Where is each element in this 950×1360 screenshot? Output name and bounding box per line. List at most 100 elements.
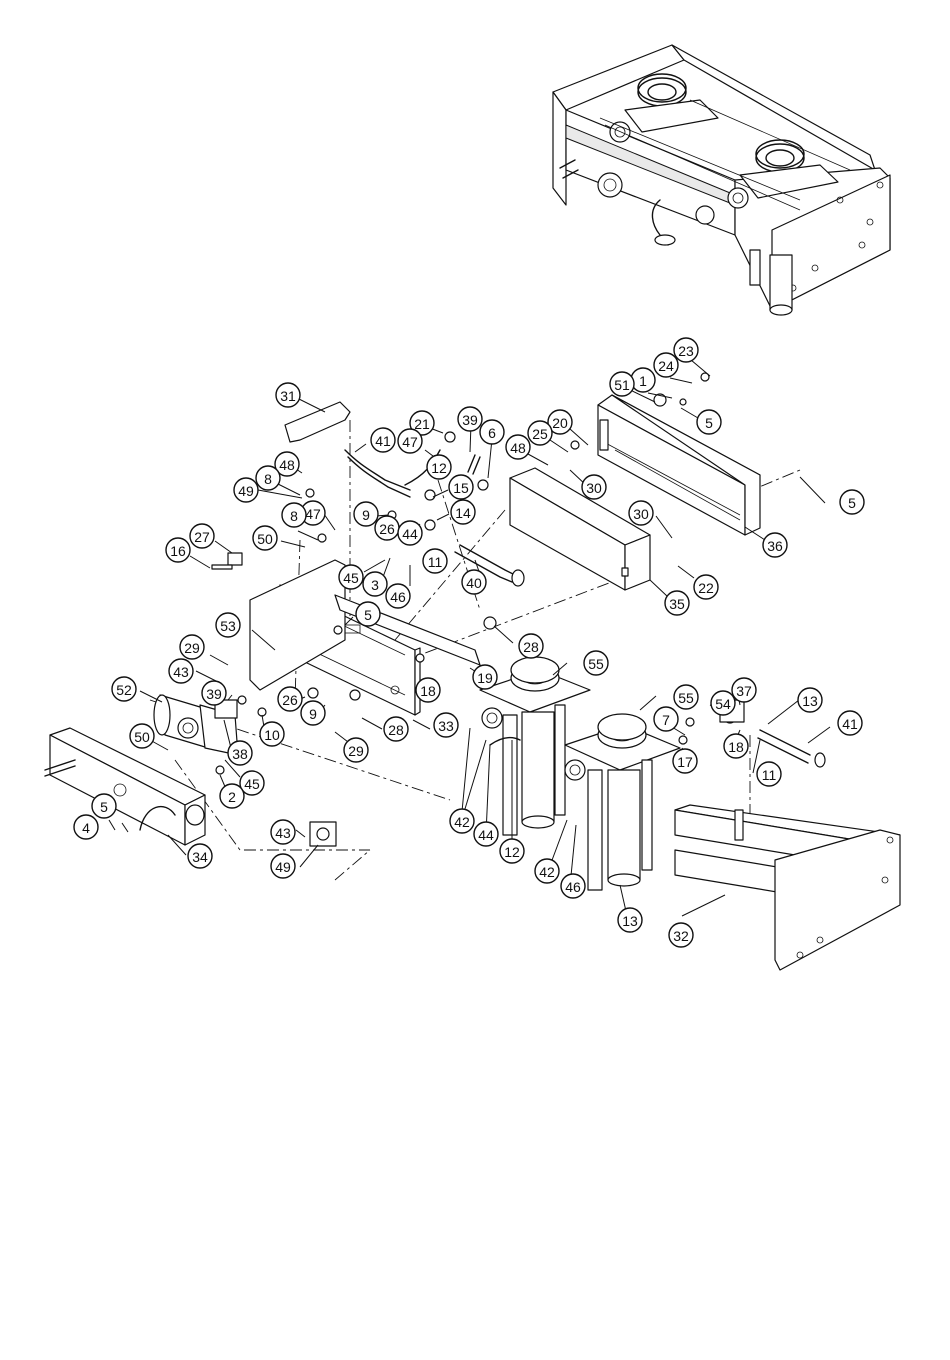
callout-label: 47 (402, 434, 418, 450)
callout-51: 51 (610, 372, 634, 396)
callout-label: 11 (428, 554, 443, 570)
callout-50: 50 (130, 724, 154, 748)
callout-29: 29 (344, 738, 368, 762)
callout-46: 46 (561, 874, 585, 898)
callout-label: 7 (662, 712, 670, 728)
callout-label: 50 (257, 531, 273, 547)
part-35-box (510, 468, 650, 590)
callout-label: 46 (390, 589, 406, 605)
callout-39: 39 (458, 407, 482, 431)
callout-label: 19 (477, 670, 493, 686)
callout-5: 5 (840, 490, 864, 514)
callout-label: 33 (438, 718, 454, 734)
callout-label: 29 (184, 640, 200, 656)
callout-38: 38 (228, 741, 252, 765)
callout-31: 31 (276, 383, 300, 407)
callout-label: 14 (455, 505, 471, 521)
callout-label: 50 (134, 729, 150, 745)
callout-46: 46 (386, 584, 410, 608)
callout-27: 27 (190, 524, 214, 548)
callout-42: 42 (450, 809, 474, 833)
callout-label: 29 (348, 743, 364, 759)
callout-55: 55 (584, 651, 608, 675)
callout-label: 12 (431, 460, 447, 476)
callout-label: 53 (220, 618, 236, 634)
callout-1: 1 (631, 368, 655, 392)
callout-53: 53 (216, 613, 240, 637)
callout-label: 6 (488, 425, 496, 441)
callout-40: 40 (462, 570, 486, 594)
callout-36: 36 (763, 533, 787, 557)
callout-label: 43 (275, 825, 291, 841)
callout-9: 9 (301, 701, 325, 725)
callout-43: 43 (271, 820, 295, 844)
callout-15: 15 (449, 475, 473, 499)
callout-label: 23 (678, 343, 694, 359)
callout-41: 41 (371, 428, 395, 452)
callout-37: 37 (732, 678, 756, 702)
callout-52: 52 (112, 677, 136, 701)
callout-49: 49 (234, 478, 258, 502)
callout-label: 5 (100, 799, 108, 815)
callout-30: 30 (629, 501, 653, 525)
callout-45: 45 (339, 565, 363, 589)
callout-41: 41 (838, 711, 862, 735)
callout-label: 36 (767, 538, 783, 554)
callout-44: 44 (398, 521, 422, 545)
callout-11: 11 (757, 762, 781, 786)
callout-label: 43 (173, 664, 189, 680)
callout-label: 45 (244, 776, 260, 792)
callout-label: 48 (510, 440, 526, 456)
callout-43: 43 (169, 659, 193, 683)
callout-44: 44 (474, 822, 498, 846)
callout-label: 26 (282, 692, 298, 708)
callout-label: 28 (523, 639, 539, 655)
callout-label: 39 (206, 686, 222, 702)
callout-label: 22 (698, 580, 714, 596)
callout-label: 42 (539, 864, 555, 880)
callout-label: 35 (669, 596, 685, 612)
callout-label: 25 (532, 426, 548, 442)
callout-label: 44 (478, 827, 494, 843)
callout-28: 28 (519, 634, 543, 658)
callout-label: 52 (116, 682, 132, 698)
callout-label: 26 (379, 521, 395, 537)
callout-18: 18 (416, 678, 440, 702)
callout-label: 30 (633, 506, 649, 522)
callout-label: 8 (264, 471, 272, 487)
callout-label: 42 (454, 814, 470, 830)
callout-label: 40 (466, 575, 482, 591)
callout-label: 24 (658, 358, 674, 374)
callout-label: 16 (170, 543, 186, 559)
callout-33: 33 (434, 713, 458, 737)
callout-label: 47 (305, 506, 321, 522)
callouts: 2324151531213962025484147124884930159264… (74, 338, 864, 947)
callout-26: 26 (278, 687, 302, 711)
callout-label: 32 (673, 928, 689, 944)
callout-35: 35 (665, 591, 689, 615)
callout-18: 18 (724, 734, 748, 758)
assembled-view (553, 45, 890, 315)
callout-label: 18 (728, 739, 744, 755)
callout-3: 3 (363, 572, 387, 596)
callout-label: 13 (802, 693, 818, 709)
callout-23: 23 (674, 338, 698, 362)
callout-7: 7 (654, 707, 678, 731)
callout-4: 4 (74, 815, 98, 839)
callout-label: 1 (639, 373, 647, 389)
exploded-view: 2324151531213962025484147124884930159264… (45, 338, 900, 970)
callout-55: 55 (674, 685, 698, 709)
callout-13: 13 (618, 908, 642, 932)
callout-label: 5 (848, 495, 856, 511)
callout-label: 45 (343, 570, 359, 586)
callout-label: 20 (552, 415, 568, 431)
callout-label: 13 (622, 913, 638, 929)
callout-label: 2 (228, 789, 236, 805)
callout-label: 41 (375, 433, 391, 449)
part-55-pump-right (565, 714, 680, 890)
callout-48: 48 (506, 435, 530, 459)
callout-label: 21 (414, 416, 430, 432)
callout-label: 3 (371, 577, 379, 593)
callout-30: 30 (582, 475, 606, 499)
callout-label: 55 (678, 690, 694, 706)
